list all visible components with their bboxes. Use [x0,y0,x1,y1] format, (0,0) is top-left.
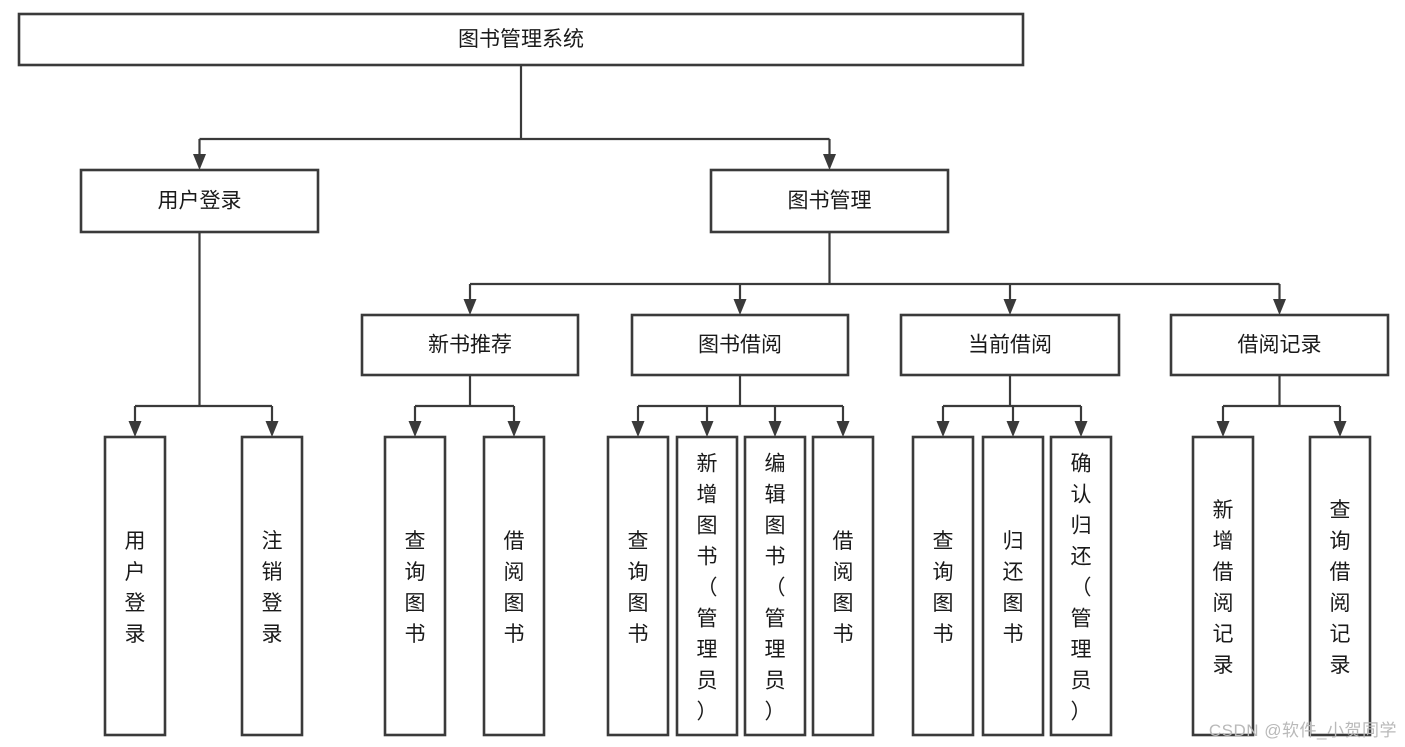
node-leaf-query-record[interactable]: 查询借阅记录 [1308,435,1372,737]
node-label-leaf-user-login: 用户登录 [125,530,146,646]
node-leaf-borrow-book-1[interactable]: 借阅图书 [482,435,546,737]
node-label-leaf-query-book-2: 查询图书 [628,530,649,646]
node-box-new-book-rec [360,313,580,377]
node-box-leaf-borrow-book-1 [482,435,546,737]
node-borrow-record[interactable]: 借阅记录 [1169,313,1390,377]
node-label-leaf-add-record: 新增借阅记录 [1213,499,1234,677]
node-box-root [17,12,1025,67]
node-label-new-book-rec: 新书推荐 [428,334,512,357]
node-leaf-borrow-book-2[interactable]: 借阅图书 [811,435,875,737]
node-label-leaf-user-logout: 注销登录 [262,530,283,646]
node-layer: 图书管理系统用户登录图书管理新书推荐图书借阅当前借阅借阅记录用户登录注销登录查询… [17,12,1390,737]
edge-layer [128,65,1347,437]
node-leaf-edit-book[interactable]: 编辑图书（管理员） [743,435,807,737]
node-box-leaf-query-book-2 [606,435,670,737]
node-box-leaf-user-login [103,435,167,737]
node-leaf-return-book[interactable]: 归还图书 [981,435,1045,737]
node-box-leaf-add-record [1191,435,1255,737]
node-book-borrow[interactable]: 图书借阅 [630,313,850,377]
node-box-leaf-edit-book [743,435,807,737]
node-root[interactable]: 图书管理系统 [17,12,1025,67]
node-box-leaf-add-book [675,435,739,737]
node-leaf-add-book[interactable]: 新增图书（管理员） [675,435,739,737]
node-label-leaf-confirm-return: 确认归还（管理员） [1071,453,1092,724]
node-current-borrow[interactable]: 当前借阅 [899,313,1121,377]
node-leaf-confirm-return[interactable]: 确认归还（管理员） [1049,435,1113,737]
node-label-current-borrow: 当前借阅 [968,334,1052,357]
node-label-leaf-query-book-3: 查询图书 [933,530,954,646]
node-leaf-query-book-2[interactable]: 查询图书 [606,435,670,737]
node-box-leaf-confirm-return [1049,435,1113,737]
node-box-leaf-query-book-1 [383,435,447,737]
node-label-book-borrow: 图书借阅 [698,334,782,357]
node-label-root: 图书管理系统 [458,28,584,51]
node-label-book-manage: 图书管理 [788,190,872,213]
node-box-user-login [79,168,320,234]
node-box-leaf-query-book-3 [911,435,975,737]
node-book-manage[interactable]: 图书管理 [709,168,950,234]
node-new-book-rec[interactable]: 新书推荐 [360,313,580,377]
node-leaf-add-record[interactable]: 新增借阅记录 [1191,435,1255,737]
node-label-leaf-borrow-book-1: 借阅图书 [504,530,525,646]
node-label-borrow-record: 借阅记录 [1238,334,1322,357]
node-label-leaf-edit-book: 编辑图书（管理员） [765,453,786,724]
node-box-book-borrow [630,313,850,377]
node-leaf-user-logout[interactable]: 注销登录 [240,435,304,737]
node-leaf-query-book-3[interactable]: 查询图书 [911,435,975,737]
node-box-borrow-record [1169,313,1390,377]
node-label-leaf-borrow-book-2: 借阅图书 [833,530,854,646]
node-label-leaf-add-book: 新增图书（管理员） [697,453,718,724]
node-box-leaf-user-logout [240,435,304,737]
node-label-user-login: 用户登录 [158,190,242,213]
node-user-login[interactable]: 用户登录 [79,168,320,234]
node-box-leaf-query-record [1308,435,1372,737]
node-box-current-borrow [899,313,1121,377]
node-label-leaf-return-book: 归还图书 [1003,530,1024,646]
node-box-book-manage [709,168,950,234]
node-label-leaf-query-record: 查询借阅记录 [1330,499,1351,677]
node-leaf-user-login[interactable]: 用户登录 [103,435,167,737]
node-box-leaf-return-book [981,435,1045,737]
node-box-leaf-borrow-book-2 [811,435,875,737]
node-leaf-query-book-1[interactable]: 查询图书 [383,435,447,737]
node-label-leaf-query-book-1: 查询图书 [405,530,426,646]
